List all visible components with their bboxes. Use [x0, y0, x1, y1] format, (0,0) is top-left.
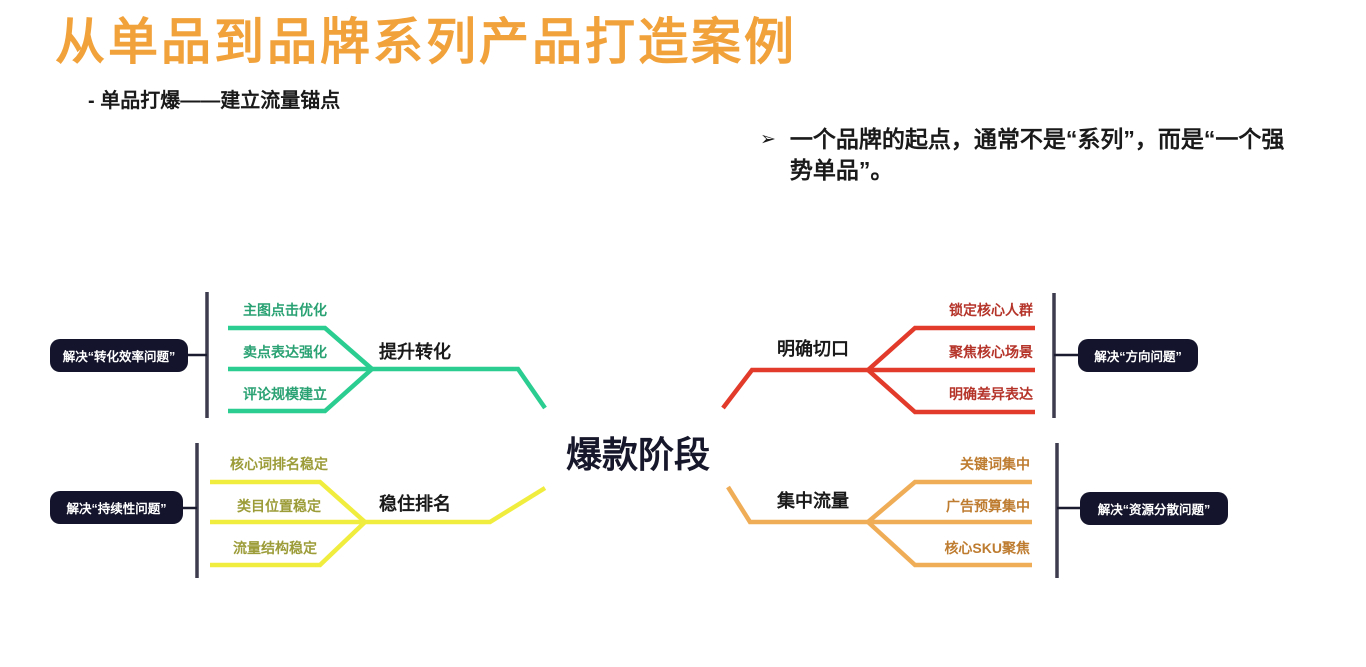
pill-connectors	[183, 353, 1080, 510]
bullet-point: ➢ 一个品牌的起点，通常不是“系列”，而是“一个强势单品”。	[760, 124, 1320, 186]
mindmap-item: 关键词集中	[960, 456, 1030, 472]
mindmap-item: 类目位置稳定	[237, 498, 321, 514]
mindmap-item: 核心词排名稳定	[230, 456, 328, 472]
page-title: 从单品到品牌系列产品打造案例	[55, 14, 797, 70]
mindmap-item: 广告预算集中	[946, 498, 1030, 514]
mindmap-item: 流量结构稳定	[233, 540, 317, 556]
branch-label-convert: 提升转化	[379, 342, 451, 362]
solve-pill-convert: 解决“转化效率问题”	[50, 339, 188, 372]
bullet-arrow-icon: ➢	[760, 129, 776, 150]
branch-lines-cut	[721, 325, 1035, 415]
branch-lines-convert	[228, 325, 547, 414]
solve-pill-rank: 解决“持续性问题”	[50, 491, 183, 524]
solve-bars-left	[195, 292, 209, 578]
branch-lines-flow	[726, 479, 1032, 568]
bullet-text: 一个品牌的起点，通常不是“系列”，而是“一个强势单品”。	[789, 126, 1285, 183]
solve-pill-cut: 解决“方向问题”	[1078, 339, 1198, 372]
mindmap-center-node: 爆款阶段	[565, 434, 710, 475]
mindmap-item: 评论规模建立	[243, 386, 327, 402]
solve-pill-flow: 解决“资源分散问题”	[1080, 492, 1228, 525]
branch-label-flow: 集中流量	[777, 491, 849, 511]
mindmap-item: 核心SKU聚焦	[944, 540, 1030, 556]
mindmap-item: 主图点击优化	[243, 302, 327, 318]
branch-lines-rank	[210, 479, 547, 568]
branch-label-cut: 明确切口	[777, 339, 849, 359]
mindmap-item: 聚焦核心场景	[949, 344, 1033, 360]
mindmap-item: 锁定核心人群	[949, 302, 1033, 318]
slide-subtitle: - 单品打爆——建立流量锚点	[88, 90, 341, 112]
mindmap-item: 明确差异表达	[949, 386, 1033, 402]
mindmap-item: 卖点表达强化	[243, 344, 327, 360]
solve-bars-right	[1052, 293, 1059, 578]
branch-label-rank: 稳住排名	[379, 494, 451, 514]
